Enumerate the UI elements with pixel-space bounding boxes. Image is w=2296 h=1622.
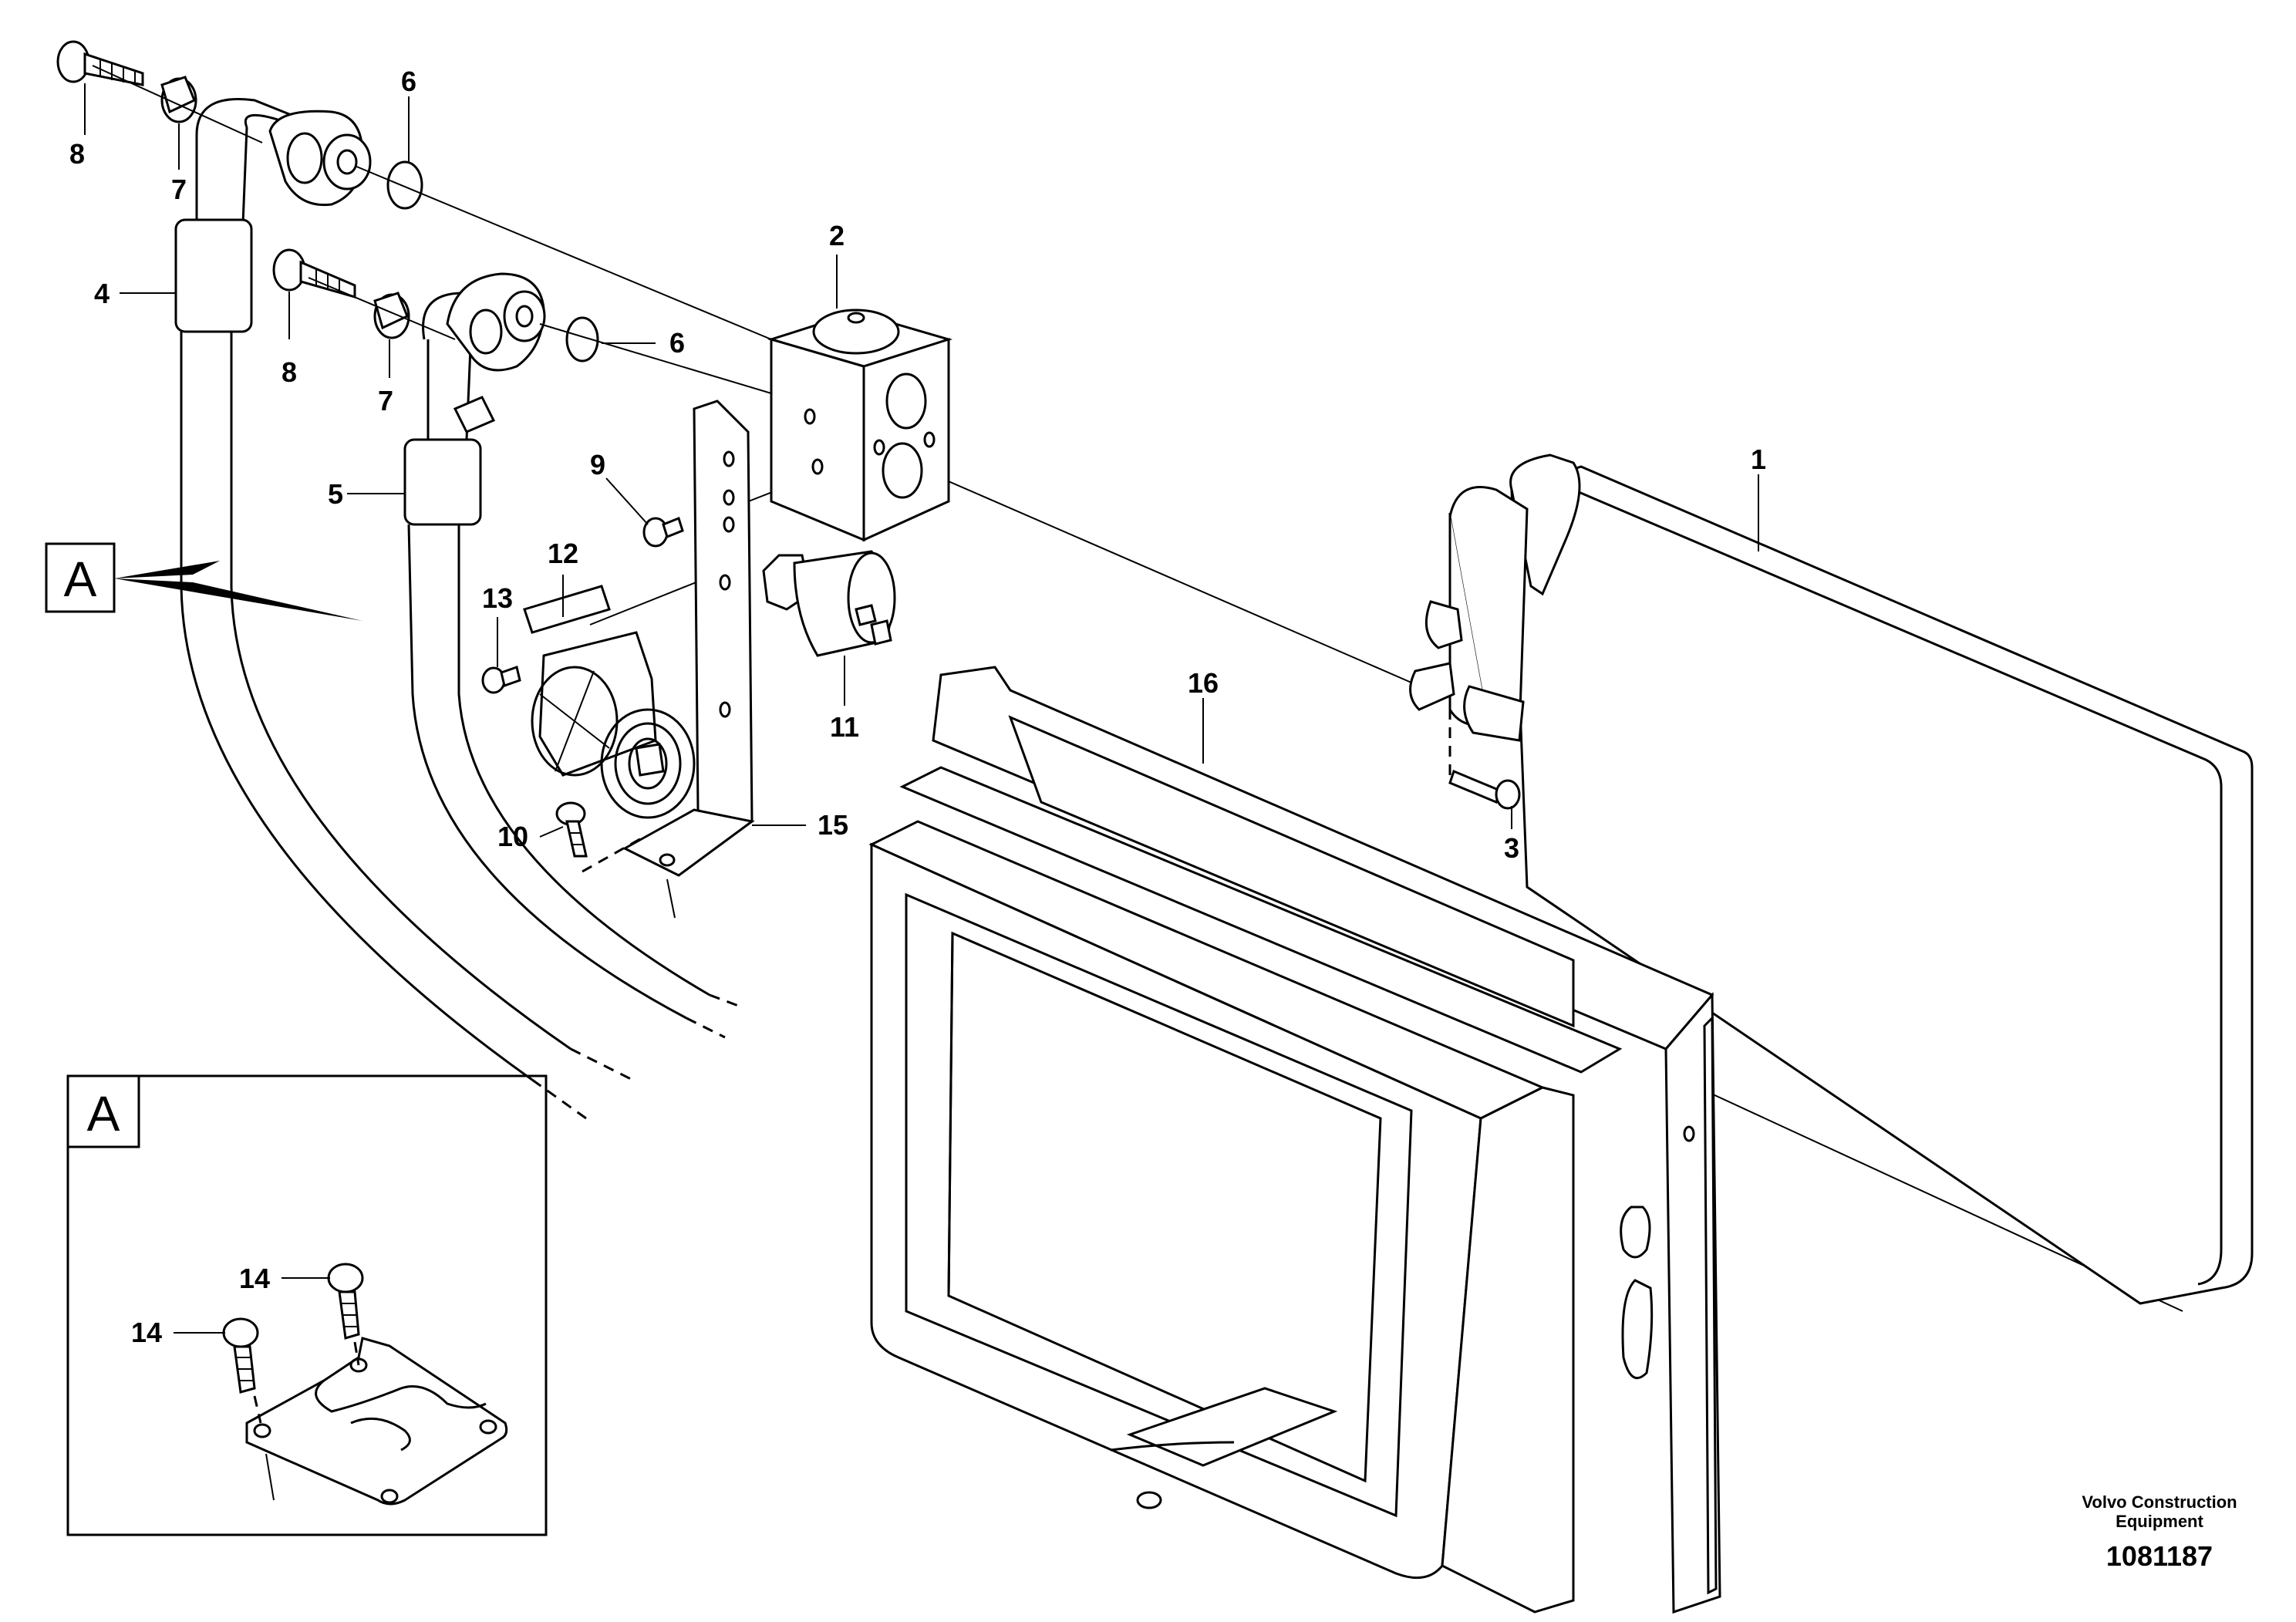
screw-9 <box>642 517 684 548</box>
callout-16: 16 <box>1188 667 1219 699</box>
callout-14-left: 14 <box>131 1317 162 1348</box>
bolt-8-upper <box>56 40 144 86</box>
drawing-number: 1081187 <box>2106 1540 2213 1572</box>
detail-a-pointer: A <box>45 542 362 621</box>
callout-6-lower: 6 <box>669 327 685 359</box>
callout-14-right: 14 <box>239 1263 270 1294</box>
screw-13 <box>481 666 521 694</box>
detail-a-inset-label: A <box>87 1086 120 1141</box>
hose-4 <box>174 98 633 1120</box>
o-ring-6-lower <box>565 316 599 363</box>
bolt-8-lower <box>272 248 356 298</box>
footer: Volvo Construction Equipment 1081187 <box>2082 1492 2237 1572</box>
upper-fitting <box>268 110 372 207</box>
detail-a-pointer-label: A <box>64 551 97 607</box>
screw-14-left <box>222 1317 262 1424</box>
callout-labels: 8 7 6 4 8 7 6 2 5 9 12 13 11 15 10 16 1 … <box>69 66 1766 1348</box>
callout-2: 2 <box>829 220 845 251</box>
detail-a-inset: A <box>66 1074 548 1536</box>
callout-13: 13 <box>482 582 513 614</box>
thermostat-12 <box>523 585 696 819</box>
callout-10: 10 <box>497 821 528 852</box>
housing-16 <box>868 666 1721 1614</box>
callout-8-lower: 8 <box>282 356 297 388</box>
callout-11: 11 <box>830 711 859 743</box>
callout-15: 15 <box>818 809 848 841</box>
o-ring-6-upper <box>386 160 423 210</box>
lower-fitting <box>446 272 546 433</box>
callout-9: 9 <box>590 449 605 481</box>
screw-14-right <box>327 1263 364 1366</box>
callout-5: 5 <box>328 478 343 510</box>
callout-1: 1 <box>1751 443 1766 475</box>
brand-line-1: Volvo Construction <box>2082 1492 2237 1512</box>
callout-7-lower: 7 <box>378 385 393 416</box>
leader-lines <box>84 83 1759 838</box>
spacer-7-upper <box>160 76 197 123</box>
bracket-15 <box>622 400 755 919</box>
screw-3 <box>1448 702 1521 810</box>
callout-3: 3 <box>1504 832 1519 864</box>
callout-7-upper: 7 <box>171 174 187 205</box>
callout-12: 12 <box>548 538 578 569</box>
callout-6-upper: 6 <box>401 66 416 97</box>
evaporator-1 <box>1409 454 2254 1305</box>
expansion-valve-2 <box>767 309 953 542</box>
pressure-switch-11 <box>762 550 896 657</box>
screw-10 <box>555 801 645 873</box>
callout-4: 4 <box>94 278 110 309</box>
spacer-7-lower <box>373 292 410 339</box>
callout-8-upper: 8 <box>69 138 85 170</box>
brand-line-2: Equipment <box>2116 1512 2203 1531</box>
